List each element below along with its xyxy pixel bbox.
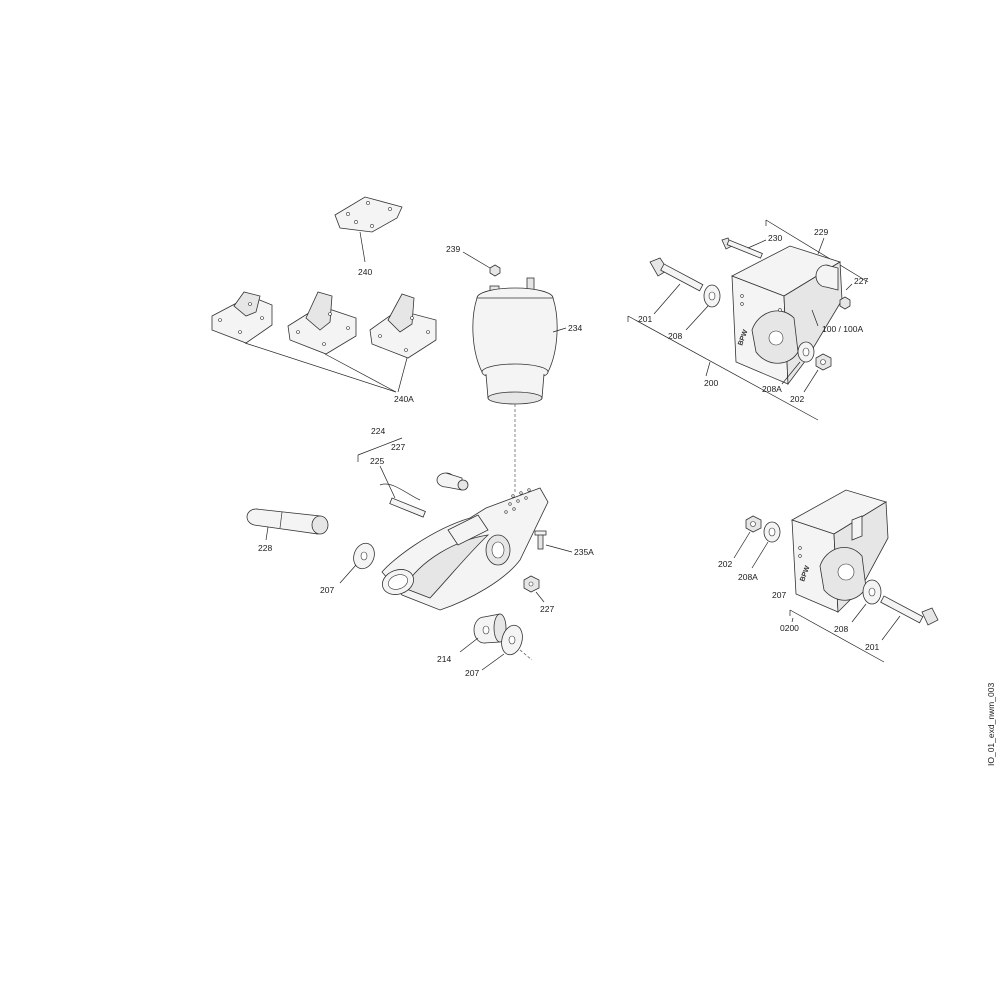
label-230: 230 bbox=[768, 233, 782, 243]
label-group-0200 bbox=[789, 609, 885, 663]
part-214-bushing bbox=[459, 613, 507, 653]
label-group-200 bbox=[627, 315, 819, 421]
part-227-nut-lower bbox=[523, 575, 545, 603]
part-227-bush-upper bbox=[436, 472, 469, 491]
label-207-bracket: 207 bbox=[772, 590, 786, 600]
part-201-bolt-upper bbox=[649, 257, 704, 315]
label-229: 229 bbox=[814, 227, 828, 237]
label-227-lower: 227 bbox=[540, 604, 554, 614]
part-208-washer-lower bbox=[851, 579, 882, 623]
part-239-nut bbox=[462, 251, 501, 277]
label-240: 240 bbox=[358, 267, 372, 277]
label-group-224 bbox=[357, 437, 403, 462]
label-202-upper: 202 bbox=[790, 394, 804, 404]
part-202-nut-lower bbox=[733, 515, 762, 559]
label-207-left: 207 bbox=[320, 585, 334, 595]
label-208A-upper: 208A bbox=[762, 384, 782, 394]
label-202-lower: 202 bbox=[718, 559, 732, 569]
leader-100 bbox=[811, 309, 819, 327]
label-227-upper: 227 bbox=[391, 442, 405, 452]
part-240-plate bbox=[334, 196, 403, 263]
part-235A-screw bbox=[534, 530, 573, 553]
label-group-229 bbox=[765, 219, 869, 283]
label-207-right: 207 bbox=[465, 668, 479, 678]
label-235A: 235A bbox=[574, 547, 594, 557]
part-225-bolt bbox=[379, 465, 426, 518]
part-0200-hanger-bracket: BPW bbox=[791, 489, 889, 613]
label-200: 200 bbox=[704, 378, 718, 388]
part-240A-bracket-3 bbox=[369, 293, 437, 359]
label-208A-lower: 208A bbox=[738, 572, 758, 582]
part-208A-washer-lower bbox=[751, 521, 781, 569]
label-214: 214 bbox=[437, 654, 451, 664]
label-208-lower: 208 bbox=[834, 624, 848, 634]
label-201-lower: 201 bbox=[865, 642, 879, 652]
part-208-washer-upper bbox=[685, 284, 721, 331]
drawing-id-label: IO_01_exd_nwm_003 bbox=[986, 683, 996, 766]
label-239: 239 bbox=[446, 244, 460, 254]
part-230-bolt bbox=[721, 237, 767, 259]
part-207-washer-left bbox=[339, 542, 375, 584]
label-100-100A: 100 / 100A bbox=[822, 324, 863, 334]
part-207-washer-right bbox=[481, 624, 533, 671]
label-201-upper: 201 bbox=[638, 314, 652, 324]
drawing-id-text: IO_01_exd_nwm_003 bbox=[986, 683, 996, 766]
label-240A: 240A bbox=[394, 394, 414, 404]
label-224: 224 bbox=[371, 426, 385, 436]
part-240A-bracket-2 bbox=[287, 291, 357, 355]
leaders-240A bbox=[244, 342, 408, 393]
part-224-trailing-arm bbox=[381, 487, 549, 611]
label-0200: 0200 bbox=[780, 623, 799, 633]
part-234-air-spring bbox=[472, 277, 567, 405]
part-208A-washer-upper bbox=[781, 341, 815, 385]
part-201-bolt-lower bbox=[880, 595, 939, 641]
label-208-upper: 208 bbox=[668, 331, 682, 341]
part-202-nut-upper bbox=[803, 353, 832, 393]
part-228-shock-absorber bbox=[246, 508, 329, 541]
part-240A-bracket-1 bbox=[211, 291, 273, 344]
label-228: 228 bbox=[258, 543, 272, 553]
label-227-right: 227 bbox=[854, 276, 868, 286]
part-227-bush-right bbox=[815, 264, 853, 310]
label-225: 225 bbox=[370, 456, 384, 466]
label-234: 234 bbox=[568, 323, 582, 333]
